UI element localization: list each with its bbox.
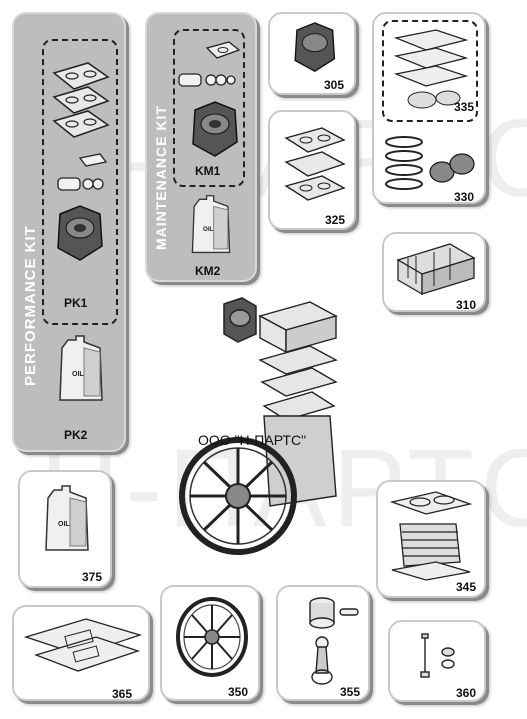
oil-label-km: OIL bbox=[203, 226, 214, 233]
km1-code: KM1 bbox=[195, 164, 221, 178]
oil-bottle-icon: OIL bbox=[59, 335, 103, 401]
maintenance-kit-panel[interactable]: MAINTENANCE KIT KM1 OIL KM2 bbox=[145, 12, 257, 282]
oil-bottle-375-icon: OIL bbox=[45, 485, 89, 551]
part-330-code: 330 bbox=[454, 190, 475, 204]
part-335-dashed-group bbox=[382, 20, 478, 122]
part-350-code: 350 bbox=[228, 685, 249, 699]
part-365-panel[interactable]: 365 bbox=[12, 605, 150, 701]
part-335-330-panel[interactable]: 335 330 bbox=[372, 12, 486, 204]
air-filter-305-icon bbox=[294, 22, 336, 72]
performance-kit-panel[interactable]: PERFORMANCE KIT PK1 OIL PK2 bbox=[12, 12, 126, 452]
gasket-335-icon bbox=[393, 29, 469, 109]
valve-small-icon bbox=[178, 73, 236, 87]
company-caption: ООО "Н-ПАРТС" bbox=[198, 432, 307, 448]
pk2-code: PK2 bbox=[64, 428, 88, 442]
maintenance-kit-title: MAINTENANCE KIT bbox=[153, 105, 169, 250]
part-355-code: 355 bbox=[340, 685, 361, 699]
oil-label-375: OIL bbox=[58, 521, 70, 528]
piston-rod-icon bbox=[309, 597, 359, 685]
gasket-325-icon bbox=[284, 127, 346, 201]
air-filter-km-icon bbox=[192, 101, 238, 157]
part-335-code: 335 bbox=[454, 100, 475, 114]
flywheel-icon bbox=[176, 597, 248, 677]
part-365-code: 365 bbox=[112, 687, 133, 701]
compressor-assembly-icon bbox=[179, 297, 338, 555]
valve-parts-icon bbox=[57, 153, 108, 191]
air-filter-icon bbox=[57, 205, 103, 261]
part-345-panel[interactable]: 345 bbox=[376, 480, 486, 598]
bolt-icon bbox=[420, 633, 455, 678]
performance-kit-title: PERFORMANCE KIT bbox=[22, 225, 39, 386]
gasket-small-icon bbox=[205, 41, 241, 59]
part-310-panel[interactable]: 310 bbox=[382, 232, 486, 312]
gasket-365-icon bbox=[23, 618, 143, 672]
part-305-panel[interactable]: 305 bbox=[268, 12, 356, 95]
pk1-code: PK1 bbox=[64, 296, 88, 310]
pk1-dashed-group bbox=[42, 39, 118, 325]
part-375-panel[interactable]: OIL 375 bbox=[18, 470, 112, 588]
cylinder-head-icon bbox=[396, 243, 476, 296]
oil-bottle-km-icon: OIL bbox=[191, 195, 231, 254]
part-325-panel[interactable]: 325 bbox=[268, 110, 356, 230]
part-360-code: 360 bbox=[456, 686, 477, 700]
part-325-code: 325 bbox=[325, 213, 346, 227]
km2-code: KM2 bbox=[195, 264, 221, 278]
part-305-code: 305 bbox=[324, 78, 345, 92]
part-360-panel[interactable]: 360 bbox=[388, 620, 486, 702]
cylinder-345-icon bbox=[389, 491, 473, 581]
piston-rings-icon bbox=[385, 136, 475, 190]
part-310-code: 310 bbox=[456, 298, 477, 312]
gasket-set-icon bbox=[52, 62, 110, 138]
part-355-panel[interactable]: 355 bbox=[276, 585, 370, 701]
part-375-code: 375 bbox=[82, 570, 103, 584]
km1-dashed-group bbox=[173, 29, 245, 187]
part-345-code: 345 bbox=[456, 580, 477, 594]
part-350-panel[interactable]: 350 bbox=[160, 585, 260, 701]
oil-label: OIL bbox=[72, 371, 84, 378]
